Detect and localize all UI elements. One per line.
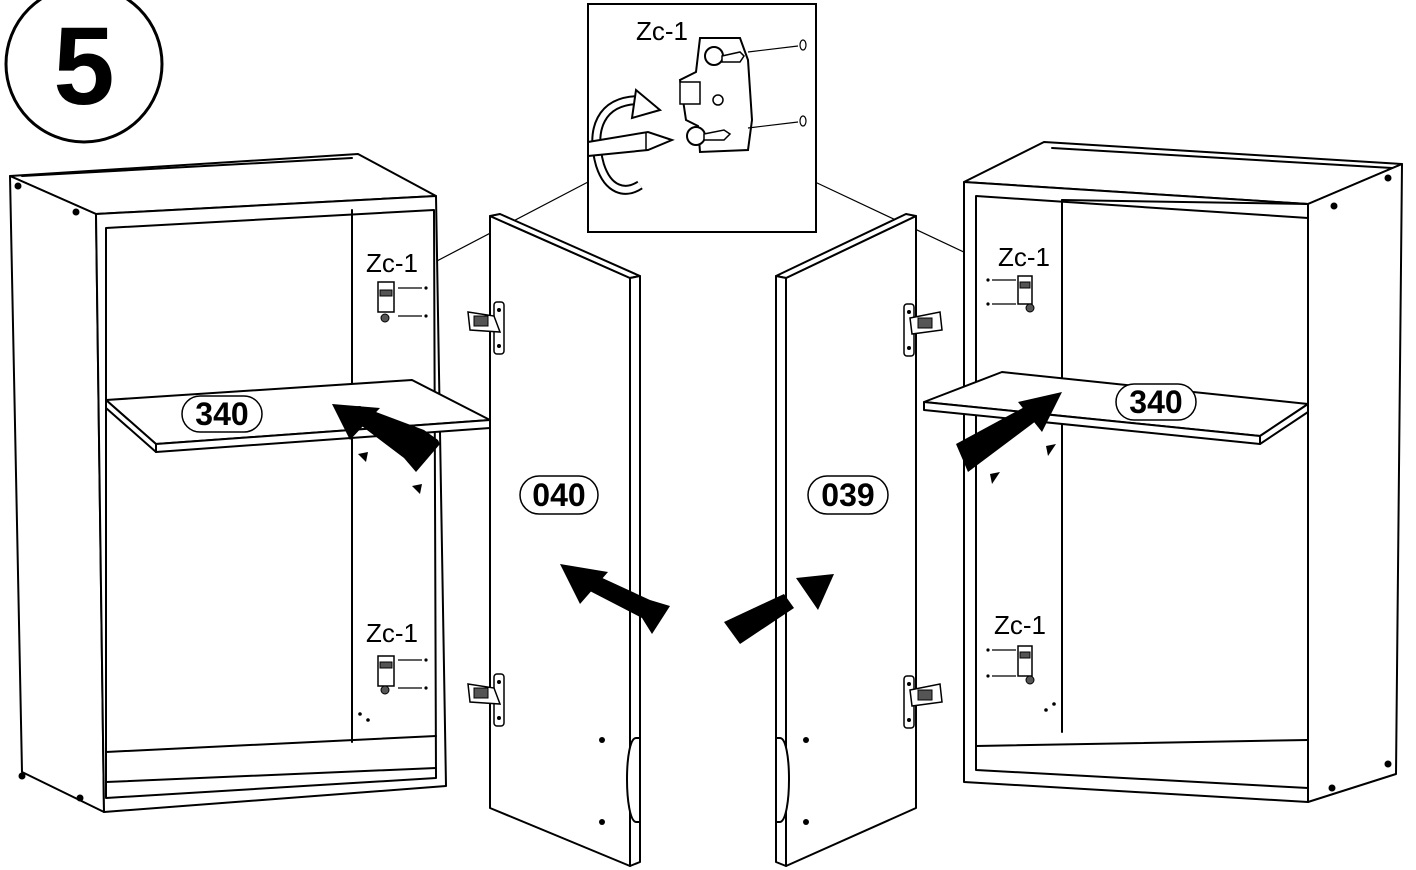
right-hinge-label-top: Zc-1 <box>998 242 1050 272</box>
left-door-part-number: 040 <box>532 477 585 513</box>
right-shelf-support-icon <box>990 472 1000 484</box>
left-shelf-support-icon <box>358 452 368 462</box>
left-shelf-part-number: 340 <box>195 396 248 432</box>
right-hinge-label-bottom: Zc-1 <box>994 610 1046 640</box>
left-cabinet-front-frame <box>95 195 447 813</box>
left-cabinet-hinge-plate-bottom-icon <box>377 655 428 695</box>
left-door-handle-icon <box>626 737 641 823</box>
right-cabinet-side-panel <box>1307 163 1403 803</box>
right-shelf-part-number: 340 <box>1129 384 1182 420</box>
right-shelf-insert-arrow-icon <box>956 404 1040 472</box>
right-cabinet-hinge-plate-top-icon <box>986 275 1035 313</box>
left-door-hinge-bottom-icon <box>467 673 505 727</box>
right-shelf-part-badge <box>1115 383 1197 421</box>
screwdriver-icon <box>587 130 675 158</box>
detail-label: Zc-1 <box>636 16 688 46</box>
step-number: 5 <box>53 5 114 128</box>
hinge-mounting-plate-icon <box>678 37 807 154</box>
right-door-part-badge <box>807 475 889 515</box>
right-door-part-number: 039 <box>821 477 874 513</box>
right-door-mount-arrow-icon <box>724 594 794 644</box>
right-cabinet-hinge-plate-bottom-icon <box>986 645 1035 685</box>
right-shelf-support-icon <box>1046 444 1056 456</box>
step-badge: 5 <box>4 0 164 144</box>
left-door-hinge-top-icon <box>467 301 505 355</box>
left-cabinet-side-panel <box>9 175 105 813</box>
rotation-arrow-icon <box>591 88 663 195</box>
right-door-handle-icon <box>775 737 790 823</box>
left-door-face <box>489 215 631 867</box>
right-shelf: 340 <box>923 371 1309 445</box>
left-cabinet-hinge-plate-top-icon <box>377 281 428 323</box>
left-door-part-badge <box>519 475 599 515</box>
left-hinge-label-top: Zc-1 <box>366 248 418 278</box>
hinge-detail-inset: Zc-1 <box>411 3 986 275</box>
left-door-mount-arrow-icon <box>584 576 670 634</box>
left-door: 040 <box>467 213 670 867</box>
left-shelf-part-badge <box>181 395 263 433</box>
right-door: 039 <box>724 213 943 867</box>
left-cabinet: Zc-1 Zc-1 340 <box>9 153 491 813</box>
right-door-face <box>785 215 917 867</box>
right-cabinet: Zc-1 Zc-1 340 <box>923 141 1403 803</box>
right-door-hinge-top-icon <box>903 303 943 357</box>
left-hinge-label-bottom: Zc-1 <box>366 618 418 648</box>
right-door-hinge-bottom-icon <box>903 675 943 729</box>
right-cabinet-front-frame <box>963 181 1309 803</box>
left-shelf-support-icon <box>412 484 422 494</box>
